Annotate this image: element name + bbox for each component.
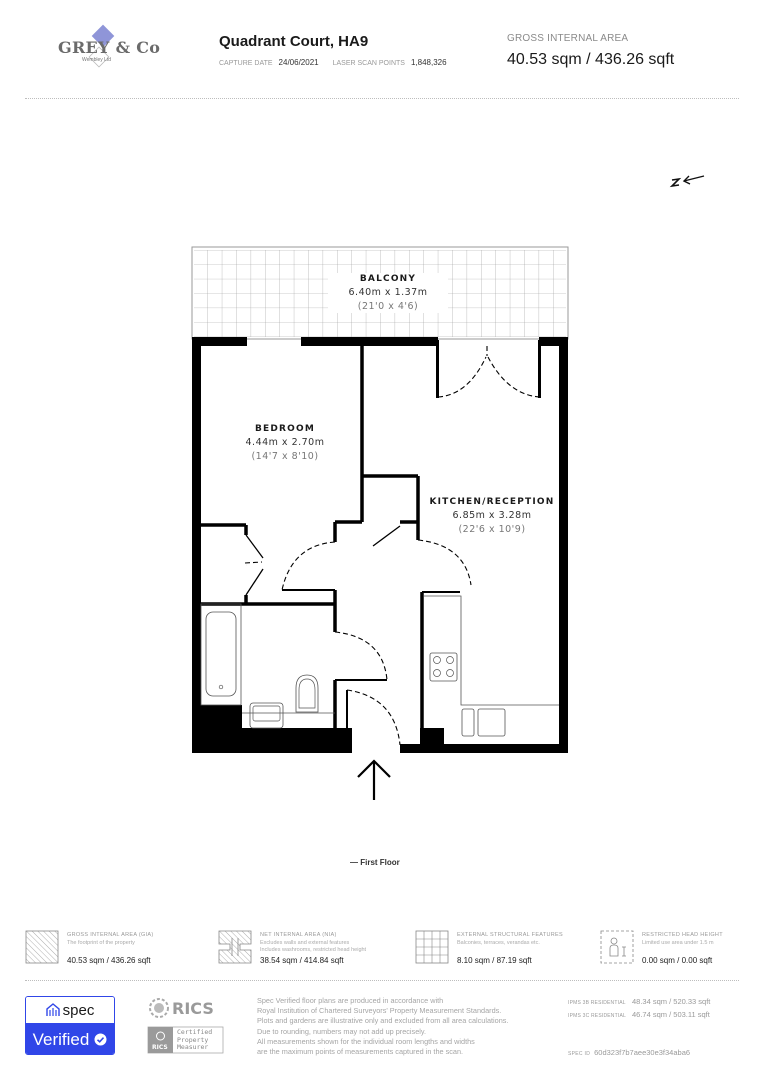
check-circle-icon — [94, 1033, 107, 1046]
gia-header-label: GROSS INTERNAL AREA — [507, 33, 629, 44]
capture-date-label: CAPTURE DATE — [219, 60, 273, 67]
company-logo: GREY & Co Wembley Ltd — [52, 24, 160, 74]
rics-lion-icon: RICS RICS — [147, 998, 224, 1054]
disclaimer: Spec Verified floor plans are produced i… — [257, 996, 509, 1057]
room-label-bedroom: BEDROOM 4.44m x 2.70m (14'7 x 8'10) — [225, 423, 345, 463]
property-title: Quadrant Court, HA9 — [219, 33, 369, 50]
spec-brand: spec — [62, 1001, 95, 1019]
capture-date: 24/06/2021 — [278, 58, 319, 67]
svg-text:RICS: RICS — [172, 999, 214, 1018]
logo-name: GREY & Co — [58, 38, 161, 57]
room-label-kitchen-reception: KITCHEN/RECEPTION 6.85m x 3.28m (22'6 x … — [425, 496, 559, 536]
grid-icon — [415, 930, 449, 964]
capture-meta: CAPTURE DATE 24/06/2021 LASER SCAN POINTS 1… — [219, 58, 461, 67]
legend-value: 40.53 sqm / 436.26 sqft — [67, 956, 151, 965]
rics-logo: RICS RICS Certified Property Measurer — [147, 997, 227, 1055]
logo-subtitle: Wembley Ltd — [82, 57, 112, 63]
rics-certification: Certified Property Measurer — [177, 1028, 213, 1051]
legend-value: 38.54 sqm / 414.84 sqft — [260, 956, 344, 965]
spec-house-icon — [45, 1003, 60, 1016]
legend-value: 0.00 sqm / 0.00 sqft — [642, 956, 713, 965]
svg-text:RICS: RICS — [152, 1044, 168, 1051]
floor-label: — First Floor — [350, 858, 400, 867]
gia-header-value: 40.53 sqm / 436.26 sqft — [507, 51, 675, 68]
header-divider — [25, 98, 739, 99]
spec-verified-badge: spec Verified — [25, 996, 115, 1055]
legend-value: 8.10 sqm / 87.19 sqft — [457, 956, 532, 965]
hatched-square-icon — [25, 930, 59, 964]
scan-points-label: LASER SCAN POINTS — [332, 60, 405, 67]
room-label-balcony: BALCONY 6.40m x 1.37m (21'0 x 4'6) — [328, 273, 448, 313]
net-area-icon — [218, 930, 252, 964]
person-height-icon — [600, 930, 634, 964]
north-arrow-icon — [669, 175, 705, 188]
diamond-logo-icon — [88, 24, 115, 68]
scan-points: 1,848,326 — [410, 58, 447, 67]
spec-status: Verified — [32, 1029, 90, 1049]
floor-plan: BALCONY 6.40m x 1.37m (21'0 x 4'6) BEDRO… — [185, 240, 585, 820]
footer-divider — [25, 980, 739, 981]
